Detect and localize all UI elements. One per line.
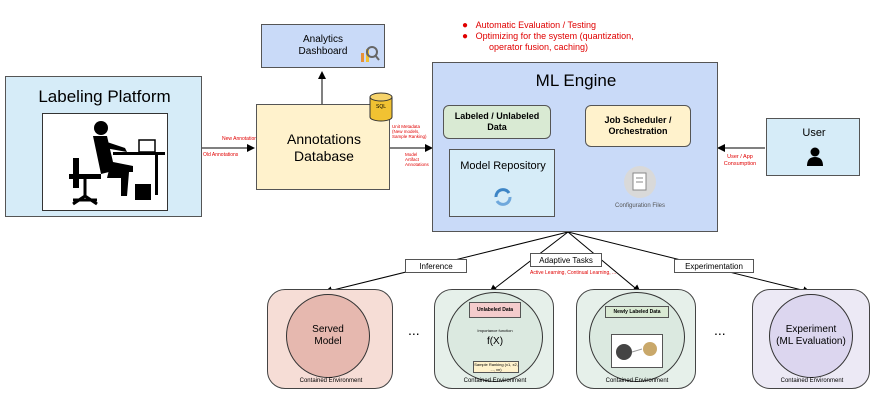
experiment-environment: Experiment (ML Evaluation) Contained Env… [752, 289, 870, 389]
newly-labeled-data-box: Newly Labeled Data [605, 306, 669, 318]
annotations-title-line2: Database [294, 148, 354, 164]
user-icon [807, 147, 823, 167]
importance-function-label: Importance function [477, 328, 513, 333]
unlabeled-data-label: Unlabeled Data [476, 307, 514, 313]
sample-ranking-box: Sample Ranking (x1, x2, ..., xn) [473, 361, 519, 373]
ellipsis: ... [408, 322, 420, 338]
model-repository-title: Model Repository [460, 160, 546, 172]
experimentation-label: Experimentation [685, 261, 743, 271]
sql-database-icon: SQL [369, 92, 393, 122]
analytics-dashboard-title: Analytics Dashboard [298, 34, 348, 57]
ml-engine-box: ML Engine Labeled / Unlabeled Data Job S… [432, 62, 718, 232]
fx-label: f(X) [486, 336, 504, 347]
sql-label: SQL [376, 104, 387, 110]
labeling-platform-title: Labeling Platform [38, 87, 171, 106]
job-scheduler-label: Job Scheduler / Orchestration [604, 115, 672, 136]
notes-list: ● Automatic Evaluation / Testing ● Optim… [462, 20, 634, 52]
contained-environment-label: Contained Environment [780, 378, 844, 384]
experimentation-label-box: Experimentation [674, 259, 754, 273]
job-scheduler-box: Job Scheduler / Orchestration [585, 105, 691, 147]
user-title: User [802, 127, 826, 139]
newly-labeled-environment: Newly Labeled Data Contained Environment [576, 289, 696, 389]
sync-icon [492, 186, 514, 208]
adaptive-tasks-label: Adaptive Tasks [539, 255, 593, 265]
ml-engine-title: ML Engine [535, 71, 617, 90]
served-model-circle: Served Model [286, 294, 370, 378]
inference-label: Inference [419, 261, 453, 271]
experiment-label: Experiment (ML Evaluation) [776, 324, 846, 347]
served-model-label: Served Model [312, 324, 344, 347]
contained-environment-label: Contained Environment [299, 378, 363, 384]
ellipsis: ... [714, 322, 726, 338]
annotations-title-line1: Annotations [287, 131, 361, 147]
adaptive-tasks-label-box: Adaptive Tasks [530, 253, 602, 267]
edge-label-user-app: User / App Consumption [723, 154, 757, 167]
labeled-sample-image [611, 334, 663, 368]
user-box: User [766, 118, 860, 176]
unlabeled-data-box: Unlabeled Data [469, 302, 521, 318]
config-files-label: Configuration Files [614, 203, 666, 209]
annotations-database-box: Annotations Database [256, 104, 390, 190]
contained-environment-label: Contained Environment [605, 378, 669, 384]
note-item: Automatic Evaluation / Testing [475, 20, 596, 30]
edge-label-active-learning: Active Learning, Continual Learning, ... [530, 270, 617, 276]
note-item: Optimizing for the system (quantization, [475, 31, 634, 41]
labeled-data-label: Labeled / Unlabeled Data [454, 111, 540, 132]
analytics-dashboard-box: Analytics Dashboard [261, 24, 385, 68]
sample-ranking-environment: Unlabeled Data Importance function f(X) … [434, 289, 554, 389]
annotations-database-title: Annotations Database [257, 131, 391, 165]
edge-label-model-artifact: Model Artifact Annotations [405, 152, 429, 167]
contained-environment-label: Contained Environment [463, 378, 527, 384]
model-repository-box: Model Repository [449, 149, 555, 217]
labeling-platform-box: Labeling Platform [5, 76, 202, 217]
person-at-desk-icon [42, 113, 168, 211]
sample-ranking-label: Sample Ranking (x1, x2, ..., xn) [474, 362, 518, 372]
inference-label-box: Inference [405, 259, 467, 273]
chart-magnifier-icon [358, 43, 380, 65]
edge-label-new-annotations: New Annotations [222, 136, 260, 142]
labeled-data-box: Labeled / Unlabeled Data [443, 105, 551, 139]
edge-label-old-annotations: Old Annotations [203, 152, 239, 158]
config-file-icon [623, 165, 657, 199]
newly-labeled-data-label: Newly Labeled Data [613, 309, 661, 315]
served-model-environment: Served Model Contained Environment [267, 289, 393, 389]
edge-label-unit-metadata: Unit Metadata (New models, Sample Rankin… [392, 124, 427, 139]
experiment-circle: Experiment (ML Evaluation) [769, 294, 853, 378]
note-item: operator fusion, caching) [489, 42, 589, 52]
